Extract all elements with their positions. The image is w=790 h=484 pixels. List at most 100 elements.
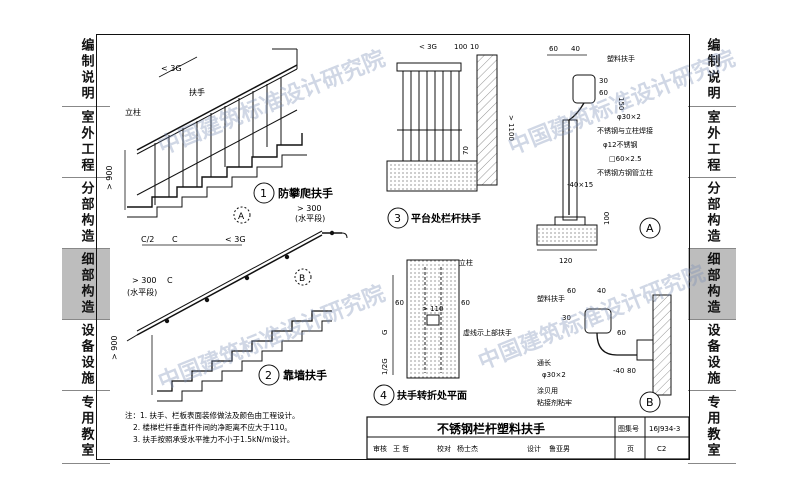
detail-b-60b: 60: [617, 329, 626, 337]
detail-3-platform-railing: [386, 54, 498, 192]
detail-2-title: 靠墙扶手: [283, 368, 327, 382]
right-side-tab-label-5: 专用教室: [704, 395, 720, 459]
detail-a-30: 30: [599, 77, 608, 85]
detail-1-ref-circle: [233, 206, 251, 224]
left-side-tab-label-0: 编制说明: [78, 38, 94, 102]
detail-2-number: 2: [265, 369, 272, 382]
detail-a-phi30: φ30×2: [617, 113, 641, 121]
detail-4-110: > 110: [422, 305, 443, 313]
detail-b-section: [584, 294, 672, 396]
detail-4-60b: 60: [461, 299, 470, 307]
note-1: 注：1. 扶手、栏板表面装修做法及颜色由工程设计。: [125, 410, 300, 420]
left-side-tab-label-3: 细部构造: [78, 252, 94, 316]
right-side-tab-3[interactable]: 细部构造: [688, 249, 736, 320]
detail-a-ref: A: [646, 222, 654, 235]
left-side-tab-5[interactable]: 专用教室: [62, 391, 110, 464]
left-side-tab-label-1: 室外工程: [78, 110, 94, 174]
detail-4-number-circle: [373, 384, 395, 406]
detail-a-weld: 不锈钢与立柱焊接: [597, 126, 653, 135]
right-side-tab-1[interactable]: 室外工程: [688, 107, 736, 178]
detail-a-circle: [639, 217, 661, 239]
right-side-tab-0[interactable]: 编制说明: [688, 34, 736, 107]
detail-3-3g: < 3G: [419, 43, 437, 51]
detail-3-number: 3: [394, 212, 401, 225]
detail-b-circle: [639, 391, 661, 413]
drawing-title: 不锈钢栏杆塑料扶手: [437, 421, 545, 436]
left-side-tab-1[interactable]: 室外工程: [62, 107, 110, 178]
left-side-tab-0[interactable]: 编制说明: [62, 34, 110, 107]
detail-3-number-circle: [387, 207, 409, 229]
checker-name: 杨士杰: [457, 444, 478, 453]
detail-a-60b: 60: [599, 89, 608, 97]
right-side-tab-4[interactable]: 设备设施: [688, 320, 736, 391]
drawing-sheet: < 3G 扶手 立柱 > 900 1 防攀爬扶手 A C/2 C < 3G > …: [96, 34, 690, 460]
left-side-tab-label-5: 专用教室: [78, 395, 94, 459]
detail-b-40: 40: [597, 287, 606, 295]
left-side-tab-2[interactable]: 分部构造: [62, 178, 110, 249]
detail-2-height: > 900: [110, 335, 119, 360]
detail-b-phi30: φ30×2: [542, 371, 566, 379]
detail-2-c-b: C: [167, 276, 173, 285]
detail-4-turn-plan: [392, 259, 460, 379]
right-category-sidebar: 编制说明室外工程分部构造细部构造设备设施专用教室: [688, 34, 736, 464]
detail-4-number: 4: [380, 389, 387, 402]
detail-2-number-circle: [258, 364, 280, 386]
drawing-canvas: < 3G 扶手 立柱 > 900 1 防攀爬扶手 A C/2 C < 3G > …: [105, 43, 690, 460]
detail-b-tongchang: 通长: [537, 358, 551, 367]
right-side-tab-label-0: 编制说明: [704, 38, 720, 102]
right-side-tab-label-2: 分部构造: [704, 181, 720, 245]
detail-1-dim-3g: < 3G: [161, 64, 182, 73]
page-number: C2: [657, 445, 666, 453]
detail-1-anti-climb-handrail: [124, 48, 307, 218]
detail-4-g2: 1/2G: [381, 358, 389, 375]
detail-3-70: 70: [462, 146, 470, 155]
detail-b-glue: 粘接剂粘牢: [537, 398, 572, 407]
detail-b-30: 30: [562, 314, 571, 322]
detail-1-post-label: 立柱: [125, 107, 141, 117]
designer-name: 鲁亚男: [549, 444, 570, 453]
detail-a-40: 40: [571, 45, 580, 53]
detail-2-300b: > 300: [132, 276, 157, 285]
left-side-tab-4[interactable]: 设备设施: [62, 320, 110, 391]
detail-2-ref-circle: [294, 268, 312, 286]
detail-b-plastic: 塑料扶手: [537, 294, 565, 303]
detail-1-height: > 900: [105, 165, 114, 190]
right-side-tab-2[interactable]: 分部构造: [688, 178, 736, 249]
detail-2-c2: C/2: [141, 235, 154, 244]
detail-a-100: 100: [603, 212, 611, 225]
detail-1-title: 防攀爬扶手: [278, 186, 333, 200]
detail-a-angle: -40×15: [567, 181, 593, 189]
right-side-tab-label-1: 室外工程: [704, 110, 720, 174]
right-side-tab-5[interactable]: 专用教室: [688, 391, 736, 464]
detail-a-section: [536, 54, 598, 251]
left-category-sidebar: 编制说明室外工程分部构造细部构造设备设施专用教室: [62, 34, 110, 464]
detail-4-60a: 60: [395, 299, 404, 307]
check-label: 校对: [437, 444, 451, 453]
detail-1-number: 1: [260, 187, 267, 200]
detail-a-tube: 不锈钢方钢管立柱: [597, 168, 653, 177]
detail-b-40b: -40: [613, 367, 624, 375]
detail-b-yinbei: 涂贝用: [537, 386, 558, 395]
left-side-tab-3[interactable]: 细部构造: [62, 249, 110, 320]
page-label: 页: [627, 445, 634, 453]
detail-3-1100: > 1100: [507, 115, 515, 141]
detail-2-3g: < 3G: [225, 235, 246, 244]
detail-4-g: G: [381, 330, 389, 335]
detail-a-sq60: □60×2.5: [609, 155, 642, 163]
detail-4-title: 扶手转折处平面: [397, 389, 467, 402]
detail-1-handrail-label: 扶手: [189, 87, 205, 97]
detail-b-80: 80: [627, 367, 636, 375]
detail-1-number-circle: [253, 182, 275, 204]
note-2: 2. 楼梯栏杆垂直杆件间的净距离不应大于110。: [133, 422, 292, 432]
atlas-label: 图集号: [618, 424, 639, 433]
left-side-tab-label-2: 分部构造: [78, 181, 94, 245]
right-side-tab-label-4: 设备设施: [704, 323, 720, 387]
detail-a-60: 60: [549, 45, 558, 53]
reviewer-name: 王 哲: [393, 444, 409, 453]
review-label: 审核: [373, 444, 387, 453]
detail-a-150: 150: [617, 97, 625, 110]
left-side-tab-label-4: 设备设施: [78, 323, 94, 387]
detail-1-ref: A: [238, 212, 245, 222]
detail-2-wall-handrail: [126, 230, 348, 402]
detail-2-horiz: (水平段): [295, 213, 325, 223]
